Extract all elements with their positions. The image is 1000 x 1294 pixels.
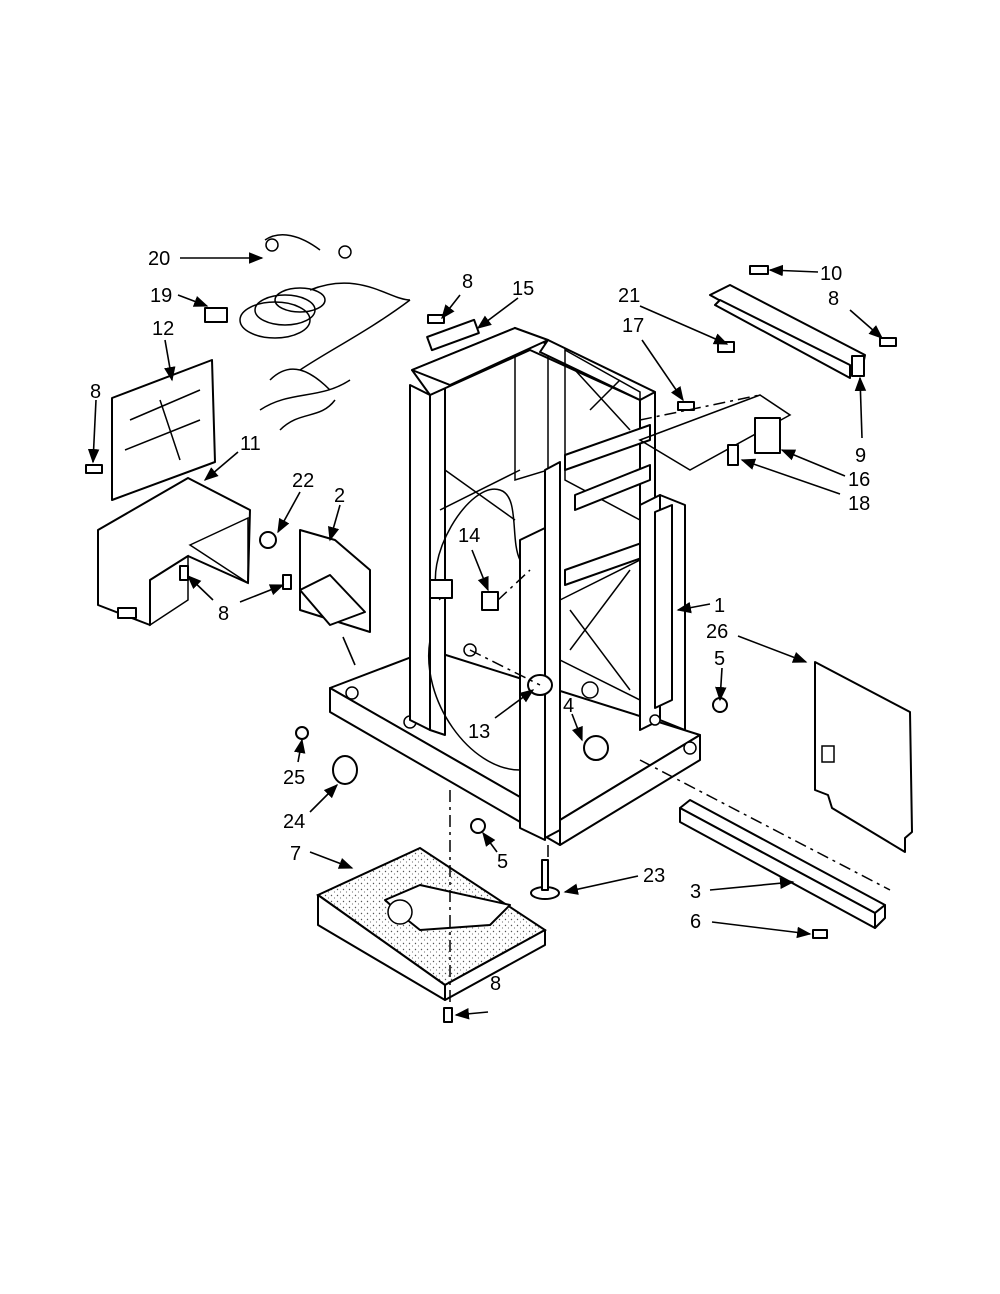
callout-6: 6 — [690, 911, 701, 933]
nut-5a — [712, 697, 728, 713]
callout-11: 11 — [240, 433, 261, 455]
callout-4: 4 — [563, 695, 574, 717]
callout-21: 21 — [618, 285, 640, 307]
callout-14: 14 — [458, 525, 480, 547]
rear-panel — [814, 661, 913, 853]
side-panel — [111, 359, 216, 501]
callout-5a: 5 — [714, 648, 725, 670]
screw-8c — [427, 314, 445, 324]
screw-8b — [179, 565, 189, 581]
screw-8d — [879, 337, 897, 347]
callout-1: 1 — [714, 595, 725, 617]
cabinet-frame — [329, 326, 701, 846]
callout-12: 12 — [152, 318, 174, 340]
clamp-24 — [332, 755, 358, 785]
rail — [679, 799, 886, 929]
clip-15 — [426, 318, 480, 352]
screw-10 — [749, 265, 769, 275]
callout-26: 26 — [706, 621, 728, 643]
callout-18: 18 — [848, 493, 870, 515]
callout-8a: 8 — [90, 381, 101, 403]
callout-8d: 8 — [828, 288, 839, 310]
top-bracket — [709, 284, 866, 379]
wire-harness — [204, 234, 411, 431]
bracket-panel — [299, 529, 371, 666]
screw-8f — [282, 574, 292, 590]
screw-6 — [812, 929, 828, 939]
shield-panel — [97, 477, 251, 627]
callout-5b: 5 — [497, 851, 508, 873]
callout-23: 23 — [643, 865, 665, 887]
nut-5b — [470, 818, 486, 834]
switch-14 — [481, 591, 499, 611]
switch-assembly — [638, 394, 792, 471]
motor-4 — [583, 735, 609, 761]
callout-22: 22 — [292, 470, 314, 492]
callout-20: 20 — [148, 248, 170, 270]
leader-lines — [87, 252, 884, 1020]
leveler-bolt — [541, 859, 549, 891]
callout-7: 7 — [290, 843, 301, 865]
base-tray — [316, 846, 547, 1001]
callout-3: 3 — [690, 881, 701, 903]
callout-10: 10 — [820, 263, 842, 285]
callout-24: 24 — [283, 811, 305, 833]
callout-19: 19 — [150, 285, 172, 307]
callout-2: 2 — [334, 485, 345, 507]
alignment-lines — [449, 394, 891, 1005]
callout-16: 16 — [848, 469, 870, 491]
screw-8e — [443, 1007, 453, 1023]
screw-8a — [85, 464, 103, 474]
screw-25 — [295, 726, 309, 740]
callout-8e: 8 — [490, 973, 501, 995]
callout-17: 17 — [622, 315, 644, 337]
grommet-22 — [259, 531, 277, 549]
callout-8b: 8 — [218, 603, 229, 625]
callout-13: 13 — [468, 721, 490, 743]
callout-25: 25 — [283, 767, 305, 789]
screw-17 — [677, 401, 695, 411]
callout-9: 9 — [855, 445, 866, 467]
callout-8c: 8 — [462, 271, 473, 293]
callout-15: 15 — [512, 278, 534, 300]
callout-labels: 20 19 12 8 11 22 2 8 15 8 14 13 21 17 10… — [90, 248, 870, 995]
